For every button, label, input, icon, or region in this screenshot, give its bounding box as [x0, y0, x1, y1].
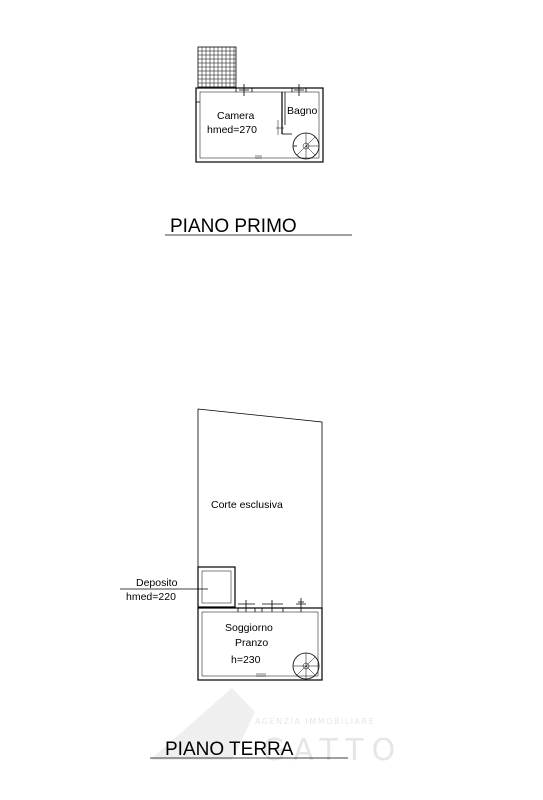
ground-floor-title: PIANO TERRA	[165, 739, 294, 760]
upper-floor-plan: Camera hmed=270 Bagno	[195, 46, 324, 163]
upper-floor-outline	[195, 87, 324, 163]
watermark-brand: GATTO	[262, 733, 403, 768]
ground-floor-plan: Corte esclusiva Deposito hmed=220 Soggio…	[120, 408, 323, 681]
upper-floor-title: PIANO PRIMO	[170, 216, 297, 237]
deposito-outline	[197, 566, 236, 608]
ground-spiral-stair	[292, 652, 320, 680]
camera-label: Camera	[217, 110, 255, 122]
camera-height-label: hmed=270	[207, 124, 257, 136]
corte-label: Corte esclusiva	[211, 499, 283, 511]
bagno-label: Bagno	[287, 105, 318, 117]
pranzo-label: Pranzo	[235, 637, 268, 649]
watermark-tagline: AGENZIA IMMOBILIARE	[255, 717, 375, 726]
soggiorno-label: Soggiorno	[225, 622, 273, 634]
watermark-roof-shape	[150, 688, 255, 760]
soggiorno-outline	[197, 607, 323, 681]
deposito-height-label: hmed=220	[126, 591, 176, 603]
upper-spiral-stair	[292, 132, 320, 160]
terrace-hatching	[197, 46, 237, 88]
deposito-label: Deposito	[136, 577, 178, 589]
agency-watermark: AGENZIA IMMOBILIARE GATTO	[150, 688, 403, 768]
soggiorno-height-label: h=230	[231, 654, 261, 666]
